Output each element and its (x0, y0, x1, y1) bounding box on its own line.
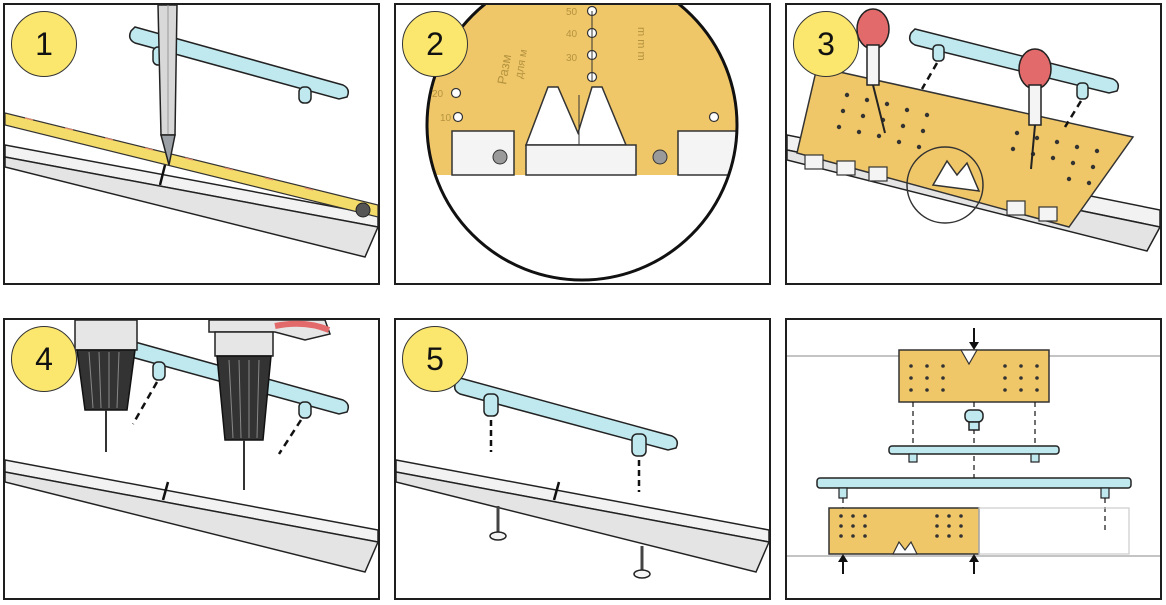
pencil-icon (157, 5, 178, 166)
screw-icon (633, 546, 651, 579)
handle-icon (128, 26, 350, 104)
template-plate (796, 66, 1135, 228)
step-3-illustration (787, 8, 1160, 252)
board-top (5, 144, 378, 228)
step-badge-2: 2 (402, 11, 468, 77)
template-plate (828, 507, 980, 555)
step-1-illustration (5, 5, 378, 258)
tape-hook-icon (355, 202, 371, 218)
step-panel-3: 3 (785, 3, 1162, 285)
ruler-mark-40: 40 (566, 29, 578, 40)
handle-icon (888, 445, 1060, 455)
template-v-notch (931, 159, 981, 192)
knob-icon (964, 409, 984, 423)
awl-icon (856, 8, 890, 134)
drill-icon (74, 320, 138, 452)
tape-measure-icon (5, 112, 378, 218)
ruler-holes (450, 5, 720, 123)
awl-icon (1018, 48, 1052, 170)
step-panel-5: 5 (394, 318, 771, 600)
pencil-mark (161, 481, 170, 501)
magnifier-icon (425, 5, 739, 282)
screw-icon (492, 149, 508, 165)
ruler-mark-30: 30 (566, 53, 578, 64)
handle-icon (908, 28, 1120, 100)
drill-icon (208, 320, 331, 490)
template-text-b: для м (513, 48, 530, 79)
step-badge-3: 3 (793, 11, 859, 77)
ruler-mark-50: 50 (566, 7, 578, 18)
step-panel-1: 1 (3, 3, 380, 285)
step-6-illustration (787, 328, 1160, 574)
step-badge-5: 5 (402, 326, 468, 392)
step-4-illustration (5, 320, 378, 573)
template-plate (898, 349, 1050, 403)
ruler-mark-20: 20 (432, 89, 444, 100)
step-panel-2: 2 50 40 3 (394, 3, 771, 285)
template-ghost (978, 507, 1130, 555)
handle-icon (453, 377, 679, 457)
template-text-a: Разм (494, 53, 514, 85)
screw-icon (652, 149, 668, 165)
board-edge (5, 156, 378, 258)
pencil-mark (552, 481, 561, 501)
step-5-illustration (396, 377, 769, 579)
step-2-illustration: 50 40 30 20 10 Разм для м m m m (425, 5, 739, 282)
template-holes (836, 92, 1100, 186)
magnifier-view: 50 40 30 20 10 Разм для м m m m (427, 5, 737, 280)
template-v-notch (524, 86, 628, 146)
step-panel-4: 4 (3, 318, 380, 600)
screw-icon (489, 506, 507, 541)
magnifier-icon (906, 146, 984, 224)
step-badge-1: 1 (11, 11, 77, 77)
step-panel-6 (785, 318, 1162, 600)
unit-text: m m m (635, 27, 647, 61)
pencil-mark (158, 164, 167, 186)
handle-icon (816, 477, 1132, 489)
step-badge-4: 4 (11, 326, 77, 392)
ruler-mark-10: 10 (440, 113, 452, 124)
